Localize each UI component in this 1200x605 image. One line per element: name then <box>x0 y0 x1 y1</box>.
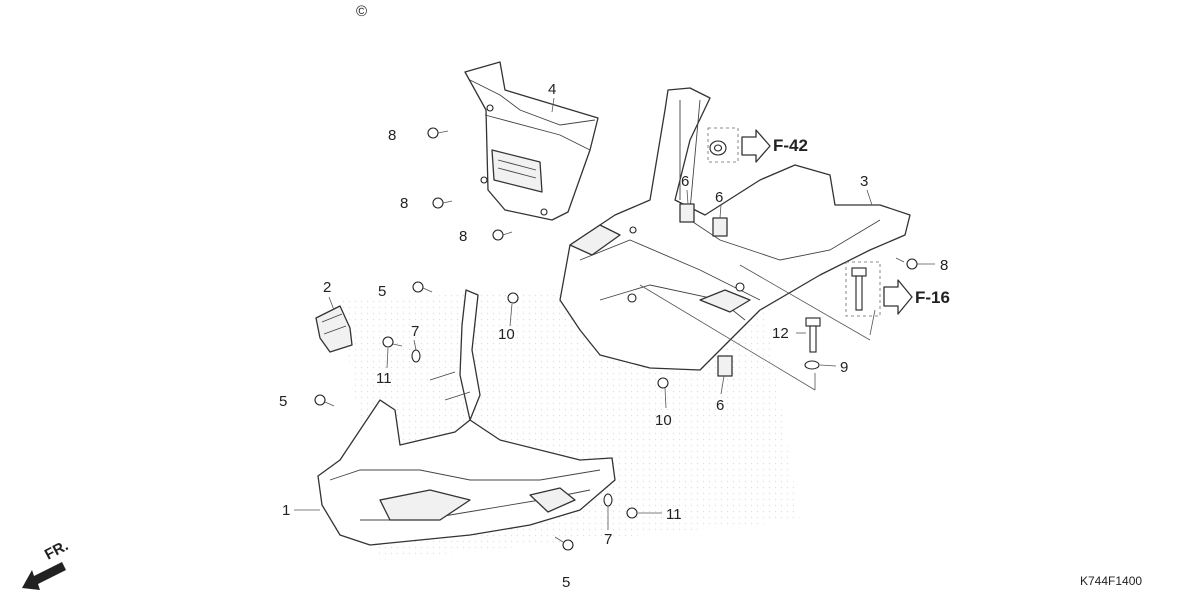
bolt-f16 <box>851 267 867 311</box>
leader-lines <box>294 97 935 530</box>
fasteners <box>314 127 918 551</box>
callout-10a: 10 <box>498 326 515 343</box>
callout-6b: 6 <box>715 189 723 206</box>
callout-7b: 7 <box>604 531 612 548</box>
screw-5b <box>314 394 335 407</box>
screw-5a <box>412 281 433 293</box>
washer-7a <box>411 349 421 363</box>
callout-2: 2 <box>323 279 331 296</box>
drawing-code: K744F1400 <box>1080 574 1142 588</box>
arrow-f42-icon <box>741 129 771 163</box>
callout-6c: 6 <box>716 397 724 414</box>
callout-5c: 5 <box>562 574 570 591</box>
part-2-bracket <box>315 305 353 353</box>
screw-8c <box>492 229 513 241</box>
ref-box-f42 <box>707 127 739 163</box>
screw-11a <box>382 336 403 348</box>
callout-6a: 6 <box>681 173 689 190</box>
screw-8a <box>427 127 449 139</box>
callout-5b: 5 <box>279 393 287 410</box>
washer-9 <box>804 360 820 370</box>
screw-5c <box>554 536 574 551</box>
callout-12: 12 <box>772 325 789 342</box>
front-arrow: FR. <box>22 537 71 590</box>
callout-9: 9 <box>840 359 848 376</box>
callout-4: 4 <box>548 81 556 98</box>
front-label: FR. <box>42 537 71 563</box>
part-1-lower-cover <box>317 289 616 546</box>
reference-f42: F-42 <box>773 136 808 155</box>
screw-10a <box>507 292 519 304</box>
callout-8d: 8 <box>940 257 948 274</box>
part-3-floor-cover <box>559 87 911 377</box>
callout-11b: 11 <box>666 506 682 523</box>
callout-3: 3 <box>860 173 868 190</box>
screw-10b <box>657 377 669 389</box>
part-4-front-panel <box>464 61 599 221</box>
front-arrow-icon <box>22 562 66 590</box>
callout-8b: 8 <box>400 195 408 212</box>
reference-f16: F-16 <box>915 288 950 307</box>
callout-8c: 8 <box>459 228 467 245</box>
screw-8d <box>895 257 918 270</box>
copyright-mark: © <box>356 3 367 20</box>
callout-11a: 11 <box>376 370 392 387</box>
callout-7a: 7 <box>411 323 419 340</box>
washer-7b <box>603 493 613 507</box>
arrow-f16-icon <box>883 279 913 315</box>
screw-8b <box>432 197 453 209</box>
callout-labels: 4 3 2 1 5 5 5 6 6 6 7 7 8 8 8 8 9 10 10 … <box>279 81 948 591</box>
screw-11b <box>626 507 638 519</box>
ref-box-f16 <box>845 261 881 317</box>
bolt-12 <box>805 317 821 353</box>
callout-5a: 5 <box>378 283 386 300</box>
callout-1: 1 <box>282 502 290 519</box>
grommet-f42 <box>709 140 727 156</box>
callout-10b: 10 <box>655 412 672 429</box>
callout-8a: 8 <box>388 127 396 144</box>
